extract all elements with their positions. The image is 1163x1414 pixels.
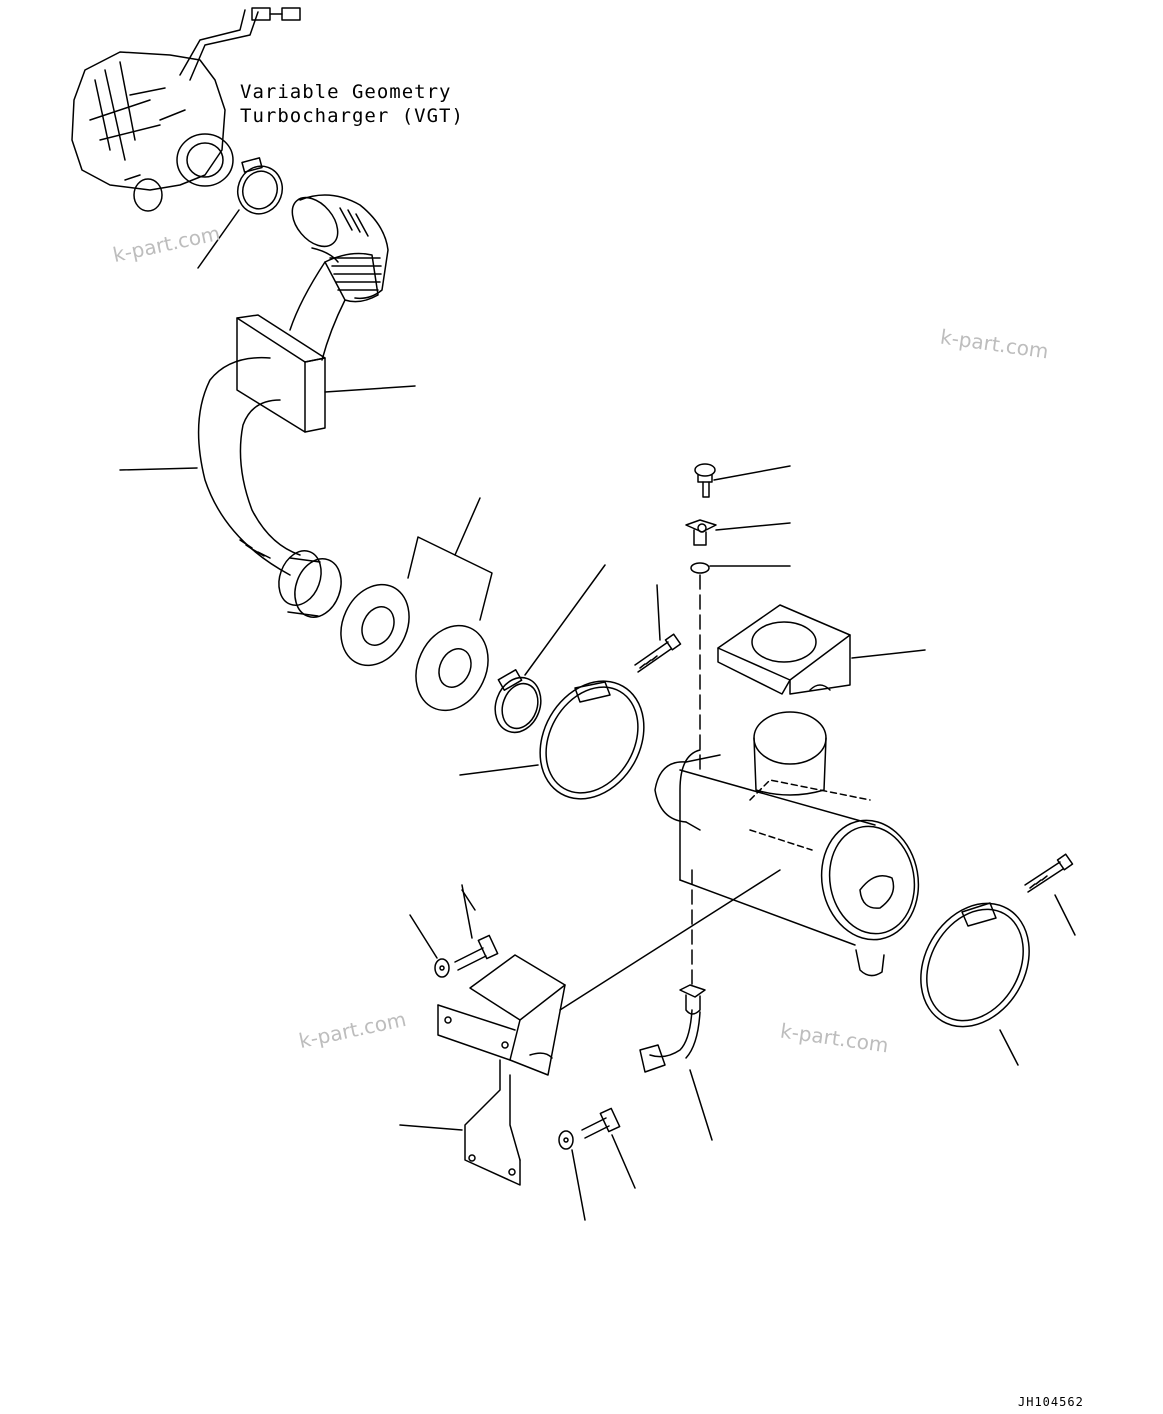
hose-clamp-small-middle (488, 565, 605, 739)
mounting-bracket (400, 955, 565, 1185)
rubber-mount-block (718, 605, 925, 694)
main-intake-tube (120, 358, 300, 575)
air-cleaner-body (560, 712, 928, 1010)
band-clamp-large-right (899, 884, 1051, 1065)
gasket-ring-2 (403, 614, 502, 722)
bolt-long-left (635, 585, 681, 672)
drawing-id: JH104562 (1018, 1395, 1084, 1409)
vgt-label: Variable Geometry Turbocharger (VGT) (240, 80, 464, 128)
indicator-fitting (686, 520, 790, 545)
band-clamp-large-left (460, 662, 665, 817)
hose-clamp-small-upper (198, 158, 289, 268)
turbocharger-drawing (72, 8, 300, 211)
upper-hose (283, 189, 388, 360)
flange-block (237, 315, 415, 432)
bolt-long-right (1025, 854, 1075, 935)
o-ring (691, 563, 790, 770)
bolt-lower (582, 1108, 635, 1188)
bolt-upper (455, 885, 498, 970)
vgt-label-line2: Turbocharger (VGT) (240, 105, 464, 127)
vgt-label-line1: Variable Geometry (240, 81, 452, 103)
washer-upper (410, 915, 449, 977)
restriction-sensor (640, 870, 712, 1140)
gasket-ring-1 (328, 573, 422, 676)
screw-top (695, 464, 790, 497)
gasket-callout-bracket (408, 498, 492, 620)
washer-lower (559, 1131, 585, 1220)
tube-coupling (272, 545, 349, 624)
